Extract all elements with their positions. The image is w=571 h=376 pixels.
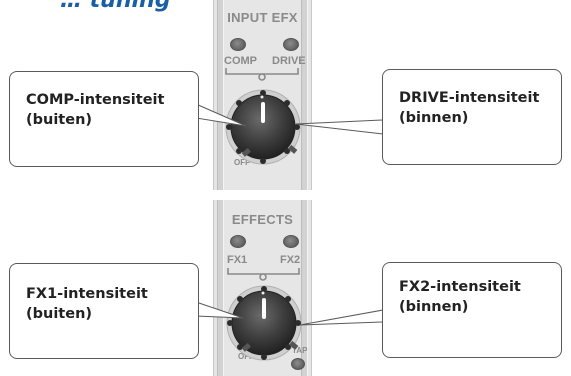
callout-line: DRIVE-intensiteit — [399, 90, 540, 106]
off-label: OFF — [234, 158, 250, 167]
callout-line: (binnen) — [399, 299, 469, 315]
comp-label: COMP — [224, 55, 257, 67]
fx1-fx2-bracket — [227, 268, 300, 281]
drive-intensity-callout: DRIVE-intensiteit (binnen) — [382, 69, 562, 165]
fx1-intensity-callout: FX1-intensiteit (buiten) — [9, 263, 199, 359]
drive-led-indicator — [283, 38, 299, 51]
callout-line: FX1-intensiteit — [26, 286, 148, 302]
panel-title: INPUT EFX — [227, 10, 298, 25]
comp-drive-bracket — [225, 68, 299, 81]
tap-label: TAP — [292, 346, 308, 355]
effects-knob-icon[interactable] — [226, 285, 302, 361]
comp-led-indicator — [230, 38, 246, 51]
callout-line: FX2-intensiteit — [399, 279, 521, 295]
callout-line: (buiten) — [26, 306, 93, 322]
panel-title: EFFECTS — [231, 212, 294, 227]
callout-pointers — [195, 103, 384, 326]
off-label: OFF — [238, 352, 254, 361]
fx2-intensity-callout: FX2-intensiteit (binnen) — [382, 262, 562, 358]
comp-intensity-callout: COMP-intensiteit (buiten) — [9, 71, 199, 167]
fx2-label: FX2 — [280, 254, 301, 266]
callout-line: (binnen) — [399, 110, 469, 126]
input-efx-knob-icon[interactable] — [225, 89, 301, 165]
heading-fragment: … tuning — [0, 0, 200, 12]
fx1-led-indicator — [230, 235, 246, 248]
callout-line: (buiten) — [26, 112, 93, 128]
drive-label: DRIVE — [272, 55, 306, 67]
fx2-led-indicator — [283, 235, 299, 248]
tap-button[interactable] — [291, 358, 305, 370]
callout-line: COMP-intensiteit — [26, 92, 165, 108]
fx1-label: FX1 — [227, 254, 248, 266]
